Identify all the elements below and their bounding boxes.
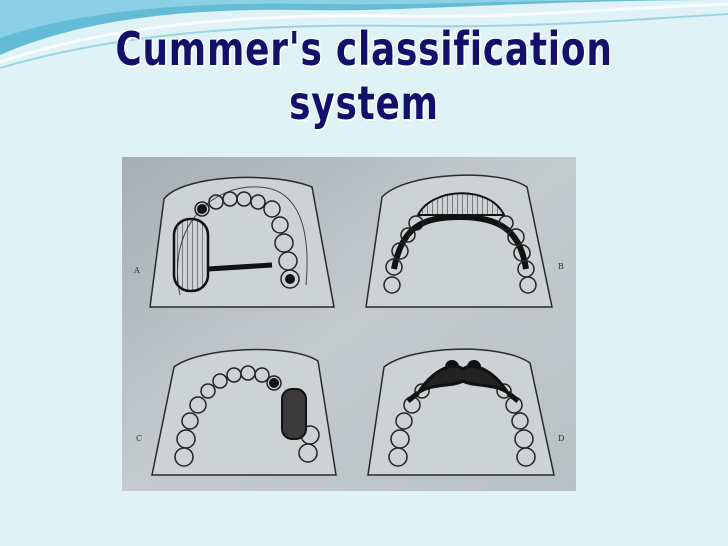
panel-c-arch: C: [136, 348, 337, 476]
slide-title: Cummer's classification system: [115, 22, 613, 130]
panel-d-label: D: [558, 434, 564, 443]
panel-d-arch: D: [367, 348, 564, 476]
panel-b-arch: B: [365, 174, 564, 308]
dental-arch-figure: A B: [122, 157, 576, 491]
panel-a-label: A: [133, 266, 140, 275]
header-swoosh-decoration: [0, 0, 728, 69]
panel-c-label: C: [136, 434, 142, 443]
panel-b-label: B: [558, 262, 564, 271]
panel-a-arch: A: [133, 176, 335, 308]
